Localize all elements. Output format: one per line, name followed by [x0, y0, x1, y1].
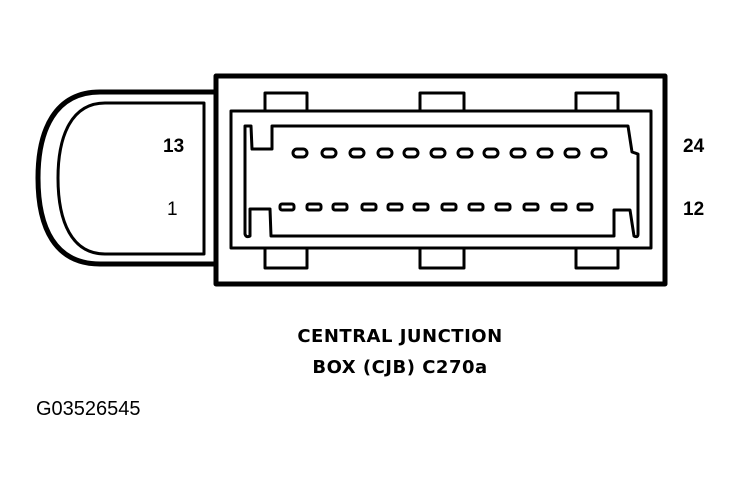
latch-tab-top-1 — [263, 91, 309, 113]
connector-inner-housing — [229, 109, 653, 250]
pin-label-13: 13 — [163, 136, 185, 157]
latch-tab-bottom-2 — [418, 246, 466, 270]
pin-label-24: 24 — [683, 136, 705, 157]
caption-line-2: BOX (CJB) C270a — [312, 357, 488, 378]
latch-tab-top-3 — [574, 91, 620, 113]
figure-id: G03526545 — [36, 398, 141, 420]
latch-tab-bottom-3 — [574, 246, 620, 270]
pin-row-bottom — [278, 202, 594, 212]
connector-back-shell-inner — [56, 101, 206, 256]
pin-label-1: 1 — [167, 199, 178, 220]
pin-cavity-outline — [243, 124, 640, 239]
caption-line-1: CENTRAL JUNCTION — [297, 326, 503, 347]
connector-body-frame — [213, 73, 668, 287]
latch-tab-bottom-1 — [263, 246, 309, 270]
pin-row-top — [291, 147, 608, 159]
connector-back-shell-outer — [35, 89, 216, 267]
latch-tab-top-2 — [418, 91, 466, 113]
pin-label-12: 12 — [683, 199, 705, 220]
